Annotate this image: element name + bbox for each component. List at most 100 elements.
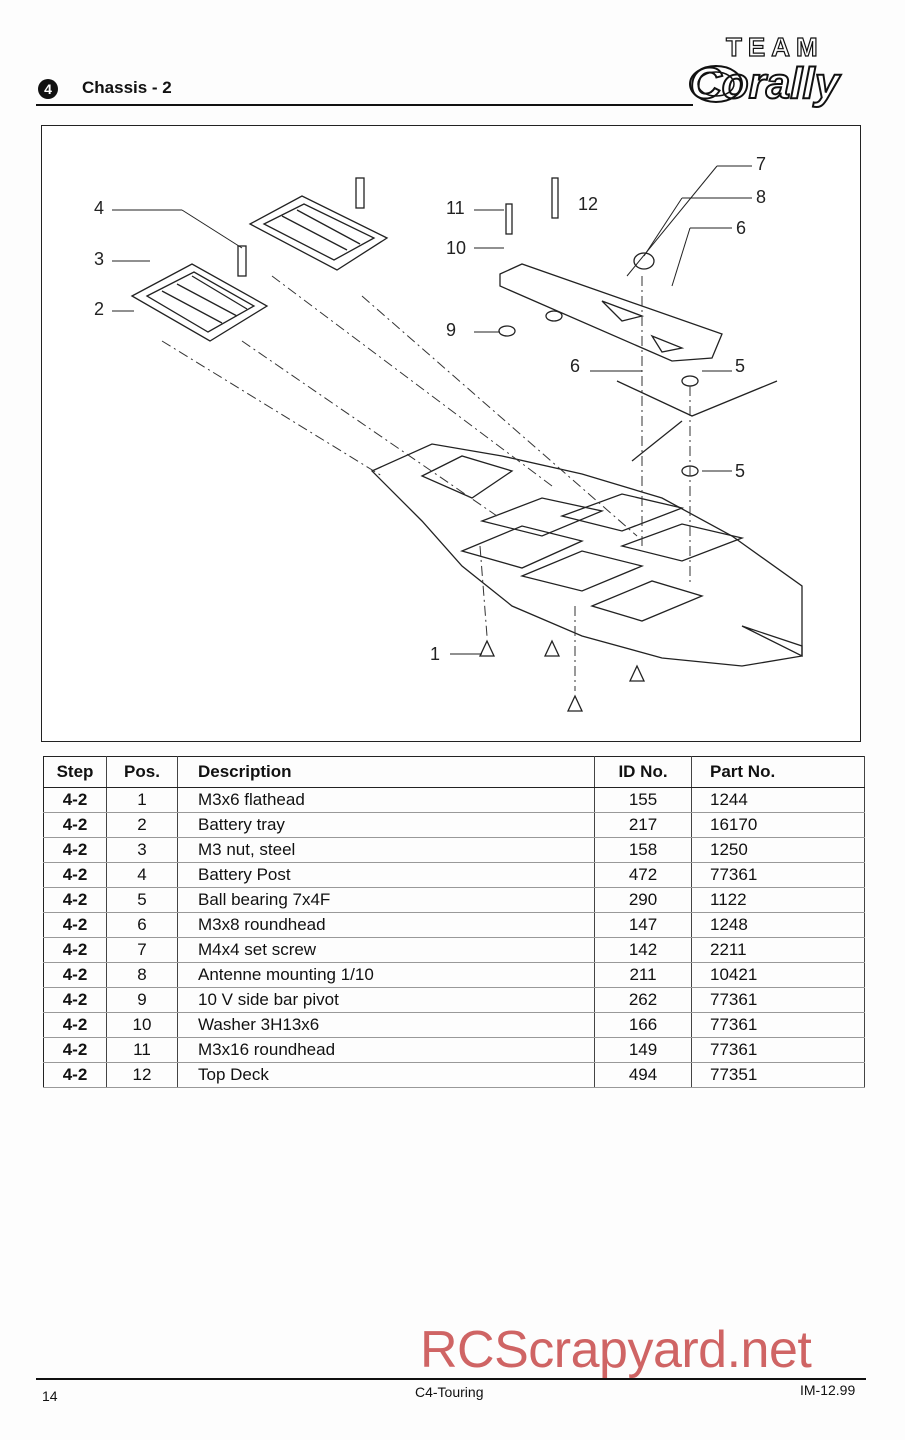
parts-table: Step Pos. Description ID No. Part No. 4-… <box>43 756 865 1088</box>
header-description: Description <box>177 756 595 788</box>
cell-part-no: 1244 <box>691 787 865 813</box>
cell-pos: 9 <box>106 987 178 1013</box>
cell-step: 4-2 <box>43 1012 107 1038</box>
cell-id-no: 290 <box>594 887 692 913</box>
watermark: RCScrapyard.net <box>420 1321 812 1379</box>
cell-id-no: 217 <box>594 812 692 838</box>
cell-pos: 2 <box>106 812 178 838</box>
cell-part-no: 10421 <box>691 962 865 988</box>
cell-description: M3 nut, steel <box>177 837 595 863</box>
cell-id-no: 142 <box>594 937 692 963</box>
page-number: 14 <box>42 1388 58 1404</box>
cell-pos: 4 <box>106 862 178 888</box>
header-pos: Pos. <box>106 756 178 788</box>
callout-6-lower: 6 <box>570 356 581 376</box>
cell-step: 4-2 <box>43 1037 107 1063</box>
top-deck <box>499 263 723 362</box>
cell-part-no: 1250 <box>691 837 865 863</box>
cell-part-no: 2211 <box>691 937 865 963</box>
cell-description: Battery Post <box>177 862 595 888</box>
cell-id-no: 494 <box>594 1062 692 1088</box>
callout-4: 4 <box>94 198 105 218</box>
cell-pos: 7 <box>106 937 178 963</box>
callout-10: 10 <box>446 238 467 258</box>
cell-description: M3x6 flathead <box>177 787 595 813</box>
header-part-no: Part No. <box>691 756 865 788</box>
cell-part-no: 1122 <box>691 887 865 913</box>
cell-part-no: 77361 <box>691 1012 865 1038</box>
cell-part-no: 16170 <box>691 812 865 838</box>
cell-id-no: 155 <box>594 787 692 813</box>
footer-model-name: C4-Touring <box>415 1384 484 1400</box>
callout-8: 8 <box>756 187 767 207</box>
cell-part-no: 1248 <box>691 912 865 938</box>
cell-description: M3x8 roundhead <box>177 912 595 938</box>
cell-pos: 11 <box>106 1037 178 1063</box>
cell-step: 4-2 <box>43 987 107 1013</box>
cell-id-no: 158 <box>594 837 692 863</box>
side-bar <box>616 380 778 417</box>
cell-pos: 3 <box>106 837 178 863</box>
callout-6-top: 6 <box>736 218 747 238</box>
footer-rule <box>36 1378 866 1380</box>
footer-doc-code: IM-12.99 <box>800 1382 856 1398</box>
cell-description: M3x16 roundhead <box>177 1037 595 1063</box>
callout-5-upper: 5 <box>735 356 746 376</box>
cell-step: 4-2 <box>43 862 107 888</box>
svg-text:TEAM: TEAM <box>726 32 824 62</box>
callout-9: 9 <box>446 320 457 340</box>
cell-pos: 1 <box>106 787 178 813</box>
battery-post-left <box>237 245 247 277</box>
cell-step: 4-2 <box>43 1062 107 1088</box>
cell-id-no: 211 <box>594 962 692 988</box>
cell-part-no: 77361 <box>691 1037 865 1063</box>
battery-tray-right <box>248 195 389 271</box>
step-number-badge: 4 <box>38 79 58 99</box>
cell-step: 4-2 <box>43 937 107 963</box>
cell-id-no: 262 <box>594 987 692 1013</box>
cell-pos: 10 <box>106 1012 178 1038</box>
cell-part-no: 77361 <box>691 862 865 888</box>
cell-step: 4-2 <box>43 912 107 938</box>
cell-step: 4-2 <box>43 787 107 813</box>
cell-description: 10 V side bar pivot <box>177 987 595 1013</box>
cell-step: 4-2 <box>43 812 107 838</box>
cell-description: M4x4 set screw <box>177 937 595 963</box>
exploded-assembly-diagram: 4 3 2 11 10 9 12 7 8 6 6 5 5 1 <box>41 125 861 742</box>
callout-5-lower: 5 <box>735 461 746 481</box>
cell-id-no: 149 <box>594 1037 692 1063</box>
header-id-no: ID No. <box>594 756 692 788</box>
cell-pos: 8 <box>106 962 178 988</box>
cell-step: 4-2 <box>43 887 107 913</box>
cell-description: Top Deck <box>177 1062 595 1088</box>
cell-part-no: 77361 <box>691 987 865 1013</box>
cell-id-no: 147 <box>594 912 692 938</box>
battery-post-right <box>355 177 365 209</box>
cell-pos: 5 <box>106 887 178 913</box>
assembly-drawing <box>112 165 803 712</box>
callout-7: 7 <box>756 154 767 174</box>
callout-11: 11 <box>446 198 465 218</box>
callout-1: 1 <box>430 644 441 664</box>
header-rule <box>36 104 693 106</box>
cell-step: 4-2 <box>43 837 107 863</box>
cell-pos: 6 <box>106 912 178 938</box>
callout-2: 2 <box>94 299 105 319</box>
cell-id-no: 472 <box>594 862 692 888</box>
cell-part-no: 77351 <box>691 1062 865 1088</box>
cell-description: Battery tray <box>177 812 595 838</box>
cell-pos: 12 <box>106 1062 178 1088</box>
